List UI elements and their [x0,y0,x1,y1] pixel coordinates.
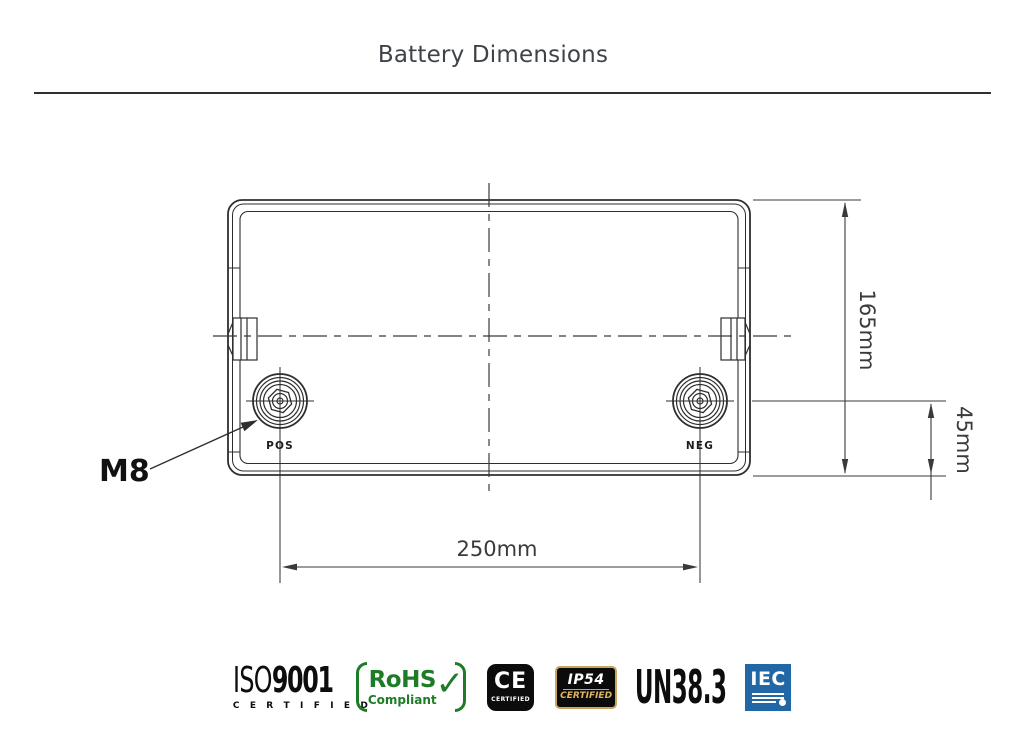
dimension-250mm-label: 250mm [457,537,538,561]
m8-leader-arrow [149,420,258,470]
badge-rohs-compliant: RoHS Compliant ✓ [355,662,467,712]
badge-ce: CE CERTIFIED [487,663,535,711]
ce-mark-icon: CE [494,669,528,694]
dimension-250mm [282,563,698,571]
certification-badges-row: ISO9001 C E R T I F I E D RoHS Compliant… [0,659,1024,715]
neg-terminal-label: NEG [686,440,714,452]
pos-terminal-label: POS [266,440,294,452]
m8-label: M8 [99,454,150,489]
badge-un38-3: UN38.3 [635,660,727,714]
page-title: Battery Dimensions [377,42,609,68]
iso9001-logo: ISO9001 [232,660,334,701]
badge-ip54: IP54 CERTIFIED [555,665,618,709]
iec-dot [779,698,787,706]
dimension-45mm [752,400,946,500]
iec-logo-lines [752,692,787,706]
right-mounting-tab [720,317,751,361]
ip54-divider [563,689,610,690]
dimension-45mm-label: 45mm [952,406,976,474]
badge-iso9001: ISO9001 C E R T I F I E D [232,660,372,712]
badge-iec: IEC [745,663,792,711]
positive-terminal [246,367,314,583]
header-divider [34,92,991,94]
left-mounting-tab [227,317,258,361]
checkmark-icon: ✓ [435,664,465,704]
dimension-165mm [753,199,946,477]
rohs-left-bracket [355,662,367,712]
negative-terminal [666,367,734,583]
dimension-165mm-label: 165mm [855,290,879,371]
